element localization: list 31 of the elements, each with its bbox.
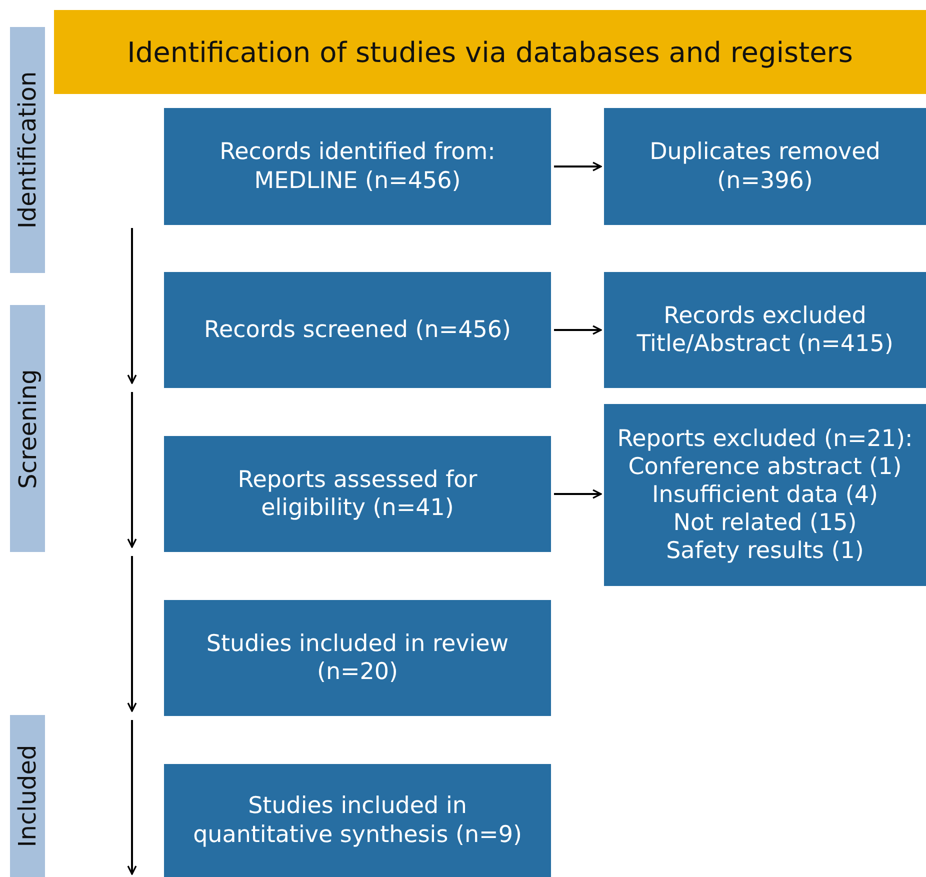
title-text: Identification of studies via databases and registers <box>127 36 853 68</box>
box-text: Records excluded Title/Abstract (n=415) <box>636 302 894 358</box>
box-text: Records identified from: <box>220 138 496 166</box>
box-text: Studies included in quantitative synthesis (n=9) <box>192 792 522 849</box>
box-text: Duplicates removed (n=396) <box>648 138 882 195</box>
process-box <box>164 436 551 552</box>
stage-band <box>10 305 45 552</box>
box-text: Studies included in review (n=20) <box>205 630 510 686</box>
process-box <box>604 108 926 225</box>
stage-band <box>10 715 45 877</box>
box-text: Records screened (n=456) <box>204 316 511 344</box>
box-text: Reports excluded (n=21): <box>617 424 913 453</box>
box-text: Safety results (1) <box>666 537 864 566</box>
arrow <box>554 325 602 335</box>
stage-band <box>10 27 45 273</box>
stage-label: Screening <box>14 368 42 488</box>
process-box <box>164 600 551 716</box>
arrow <box>554 162 602 172</box>
arrow <box>554 489 602 499</box>
box-text: Conference abstract (1) <box>628 452 902 481</box>
box-text: MEDLINE (n=456) <box>254 166 461 195</box>
box-text: Reports assessed for eligibility (n=41) <box>236 466 478 522</box>
box-text: Insufficient data (4) <box>652 480 878 510</box>
process-box <box>164 272 551 388</box>
process-box <box>164 764 551 877</box>
stage-label: Included <box>14 744 42 848</box>
box-text: Not related (15) <box>673 509 857 538</box>
process-box <box>604 272 926 388</box>
process-box <box>604 404 926 586</box>
process-box <box>164 108 551 225</box>
stage-label: Identification <box>14 71 42 229</box>
